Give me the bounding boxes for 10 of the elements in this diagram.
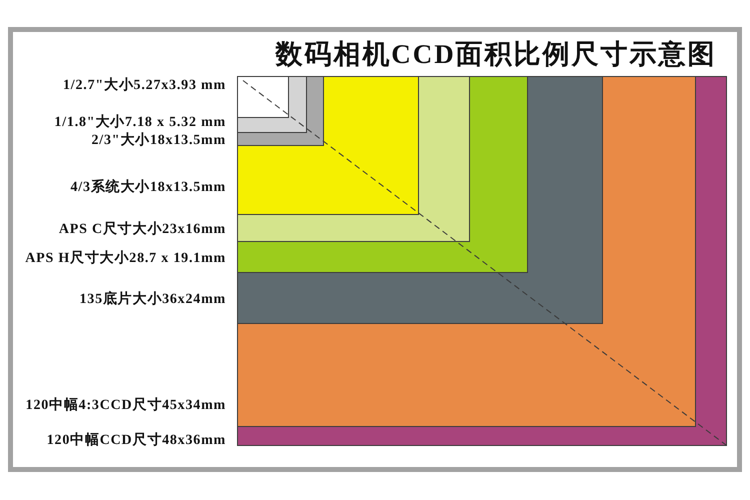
sensor-size-label: 2/3"大小18x13.5mm <box>92 132 226 149</box>
sensor-size-label: APS H尺寸大小28.7 x 19.1mm <box>25 250 226 267</box>
sensor-size-label: 120中幅4:3CCD尺寸45x34mm <box>26 397 226 414</box>
sensor-size-label: APS C尺寸大小23x16mm <box>58 221 226 238</box>
sensor-size-label: 4/3系统大小18x13.5mm <box>70 179 226 196</box>
diagram-title: 数码相机CCD面积比例尺寸示意图 <box>274 38 718 70</box>
sensor-size-label: 135底片大小36x24mm <box>79 291 226 308</box>
sensor-size-label: 1/1.8"大小7.18 x 5.32 mm <box>54 114 226 131</box>
sensor-size-label: 120中幅CCD尺寸48x36mm <box>46 432 226 449</box>
sensor-size-label: 1/2.7"大小5.27x3.93 mm <box>63 77 226 94</box>
